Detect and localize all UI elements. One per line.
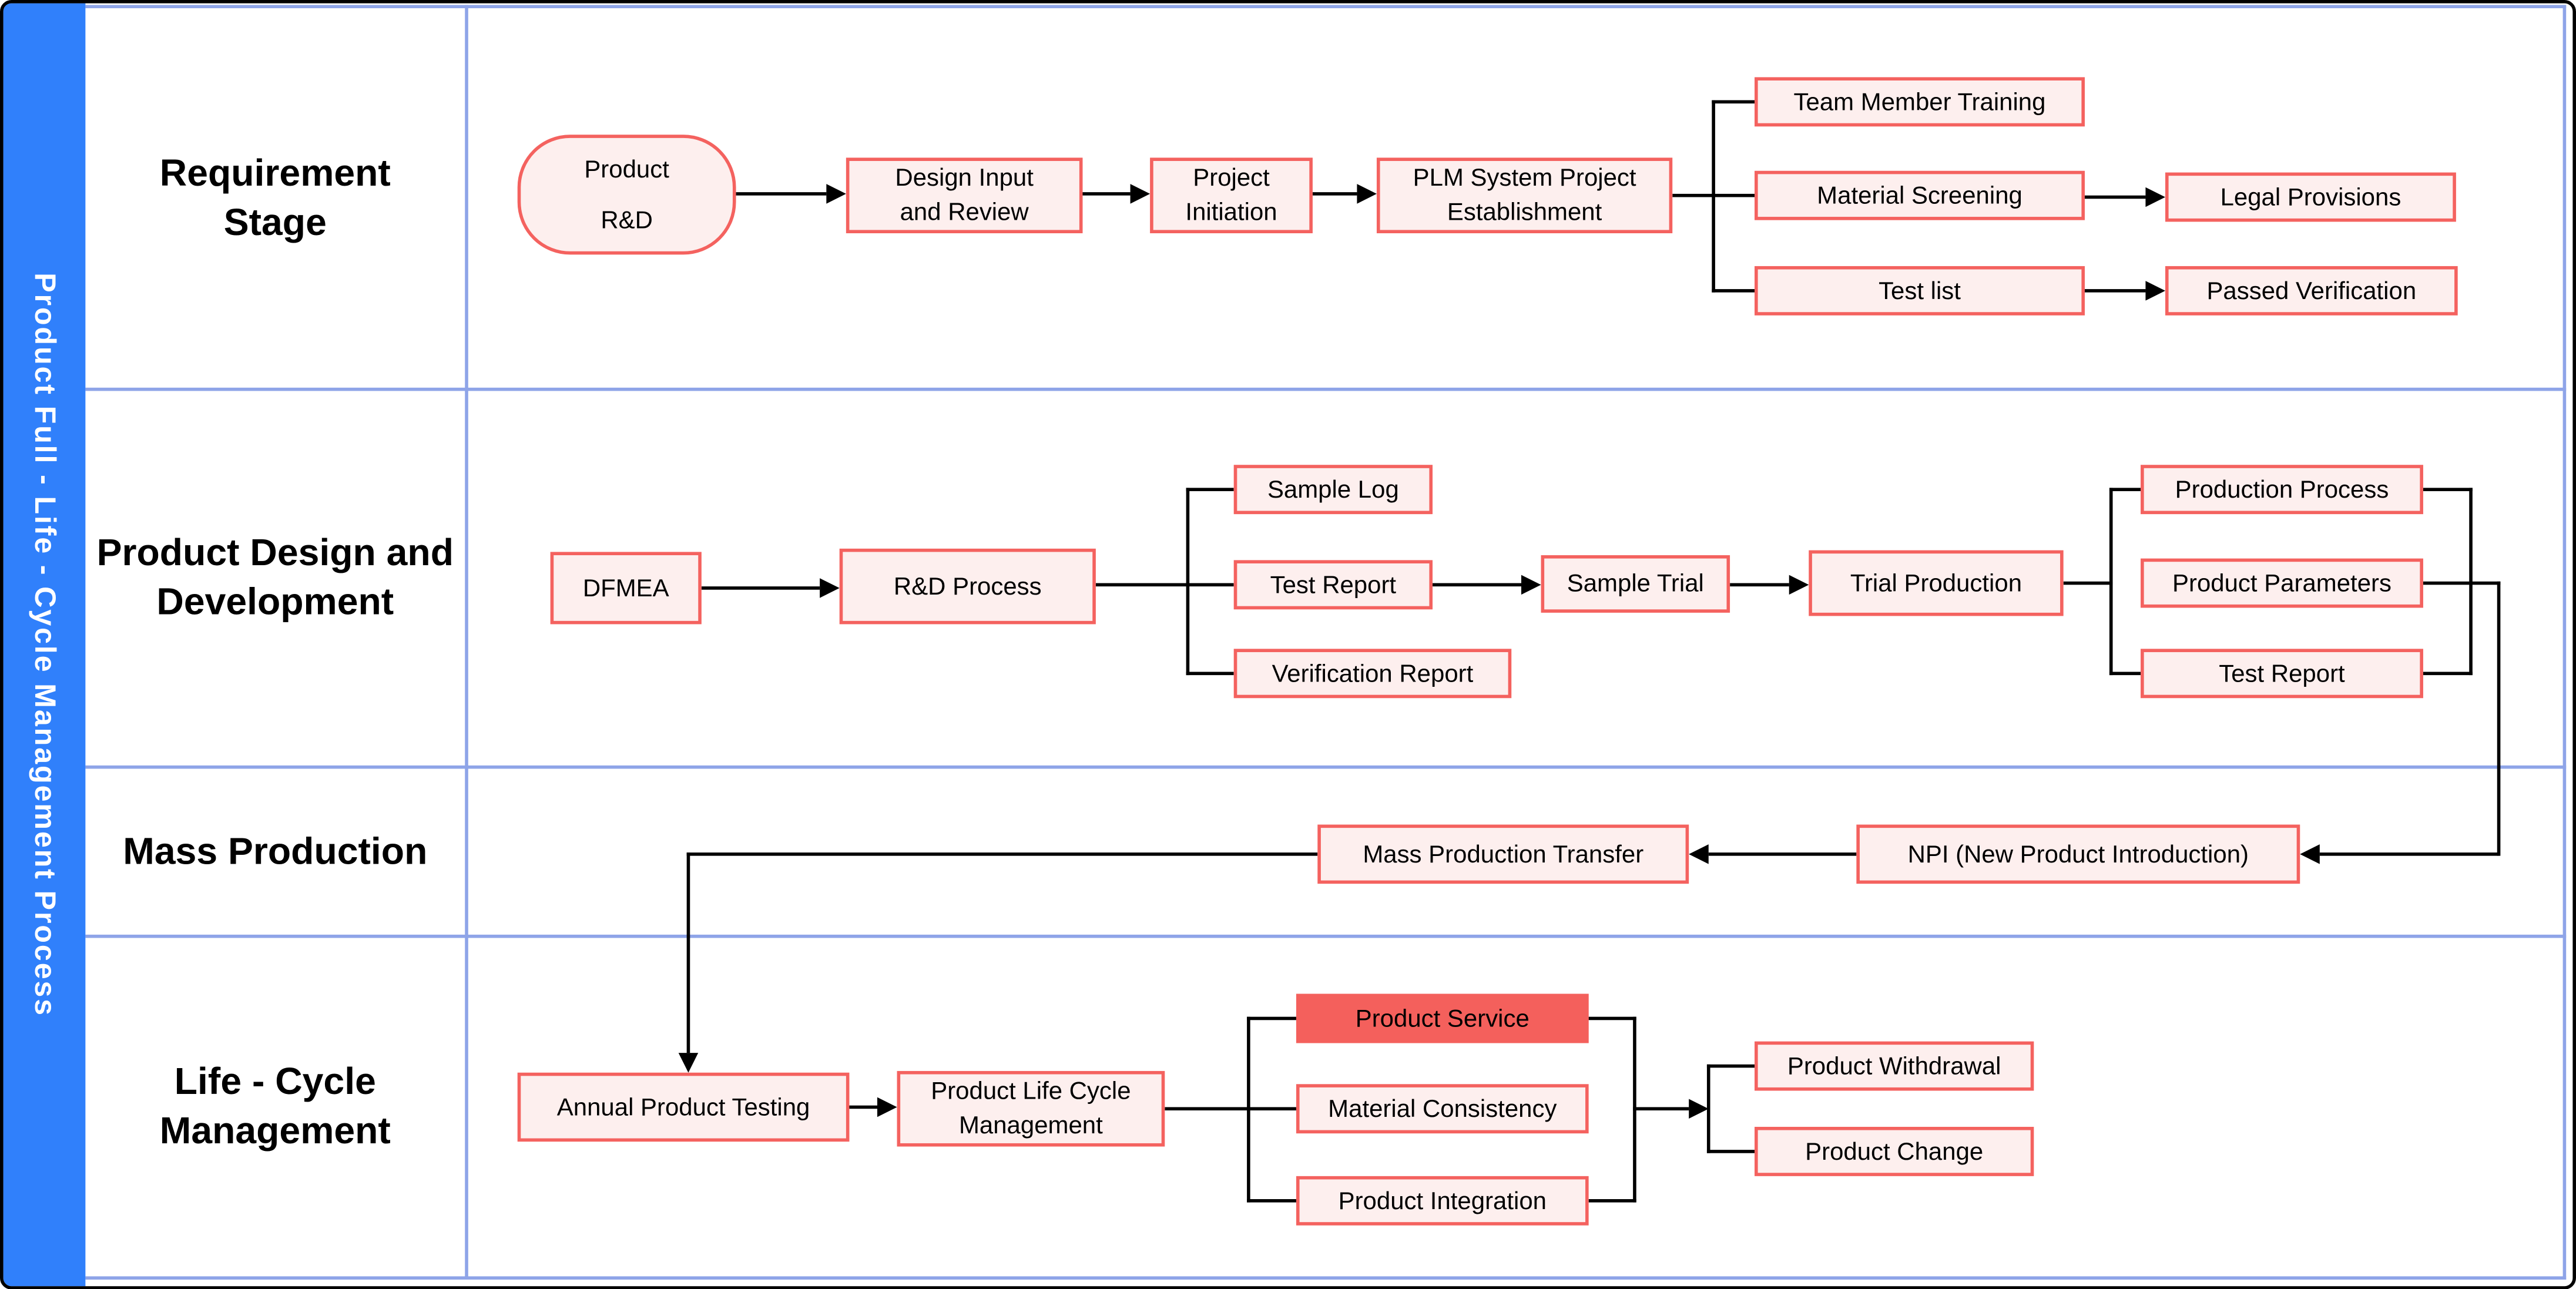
connector-line [1633,1107,1689,1111]
node-plm-system-project-establishment: PLM System Project Establishment [1376,157,1673,234]
connector-line [2109,672,2141,676]
connector-line [1706,1150,1755,1153]
node-design-input-and-review: Design Input and Review [846,157,1083,234]
connector-line [2423,488,2473,491]
node-legal-provisions: Legal Provisions [2165,172,2456,222]
node-product-rd: Product R&D [517,135,736,255]
arrowhead-left [2300,844,2320,864]
node-product-life-cycle-management: Product Life Cycle Management [897,1070,1165,1147]
connector-line [1186,672,1234,676]
node-mass-production-transfer: Mass Production Transfer [1317,824,1689,884]
node-material-consistency: Material Consistency [1296,1084,1589,1134]
connector-line [1712,100,1755,104]
connector-line [1312,192,1357,196]
arrowhead-right [820,578,840,598]
arrowhead-right [1521,575,1541,595]
connector-line [2084,195,2146,199]
connector-line [1730,583,1789,587]
connector-line [1712,289,1755,293]
connector-line [686,852,1318,856]
connector-line [2109,488,2113,676]
node-dfmea: DFMEA [550,552,702,625]
connector-line [1247,1199,1296,1203]
connector-line [2063,581,2113,585]
connector-line [2497,581,2501,856]
arrowhead-right [1130,184,1151,204]
node-verification-report: Verification Report [1233,649,1512,699]
arrowhead-right [1789,575,1809,595]
node-passed-verification: Passed Verification [2165,266,2458,315]
lane-separator-3 [85,934,2567,938]
arrowhead-right [877,1097,897,1117]
lane-border-right [2562,5,2567,1280]
arrowhead-right [1357,184,1377,204]
connector-line [1247,1016,1296,1021]
arrowhead-right [2145,187,2165,207]
node-sample-trial: Sample Trial [1541,555,1730,613]
label-column-separator [465,5,468,1280]
lane-label-product-design-development: Product Design and Development [96,531,454,623]
connector-line [1706,1064,1710,1153]
connector-line [1186,488,1190,676]
arrowhead-right [2145,281,2165,301]
lane-border-top [85,5,2567,8]
node-annual-product-testing: Annual Product Testing [517,1072,850,1142]
node-product-integration: Product Integration [1296,1176,1589,1226]
connector-line [1712,193,1755,197]
connector-line [1082,192,1131,196]
connector-line [736,192,827,196]
connector-line [2423,581,2501,585]
arrowhead-left [1689,844,1709,864]
node-test-list: Test list [1755,266,2085,315]
lane-label-mass-production: Mass Production [123,828,428,872]
lane-separator-2 [85,765,2567,769]
connector-line [1433,583,1522,587]
connector-line [1672,193,1715,197]
connector-line [1186,488,1234,491]
sidebar-title-bar: Product Full - Life - Cycle Management P… [3,3,86,1287]
connector-line [686,852,690,1053]
connector-line [1588,1199,1636,1203]
connector-line [1247,1107,1296,1111]
connector-line [1706,1064,1755,1068]
connector-line [2423,672,2473,676]
node-product-parameters: Product Parameters [2141,558,2423,608]
lane-label-life-cycle-management: Life - Cycle Management [159,1059,391,1152]
node-product-service: Product Service [1296,993,1589,1043]
connector-line [2319,852,2499,856]
connector-line [2109,488,2141,491]
node-product-withdrawal: Product Withdrawal [1755,1041,2034,1091]
node-npi-new-product-introduction: NPI (New Product Introduction) [1856,824,2300,884]
connector-line [1588,1016,1636,1021]
connector-line [701,586,820,590]
connector-line [2084,289,2146,293]
connector-line [1708,852,1857,856]
node-rd-process: R&D Process [839,548,1096,625]
node-production-process: Production Process [2141,465,2423,515]
arrowhead-right [826,184,846,204]
arrowhead-right [1689,1099,1709,1119]
node-trial-production: Trial Production [1809,550,2064,616]
node-team-member-training: Team Member Training [1755,77,2085,127]
lane-label-requirement-stage: Requirement Stage [159,151,391,243]
node-project-initiation: Project Initiation [1150,157,1313,234]
connector-line [1165,1107,1250,1111]
arrowhead-down [678,1053,699,1073]
lane-border-bottom [85,1276,2567,1280]
node-material-screening: Material Screening [1755,170,2085,220]
node-sample-log: Sample Log [1233,465,1433,515]
node-test-report-2: Test Report [2141,649,2423,699]
connector-line [849,1105,878,1109]
node-test-report: Test Report [1233,560,1433,610]
connector-line [1095,583,1234,587]
lane-separator-1 [85,387,2567,391]
diagram-title: Product Full - Life - Cycle Management P… [28,272,62,1017]
node-product-change: Product Change [1755,1126,2034,1176]
